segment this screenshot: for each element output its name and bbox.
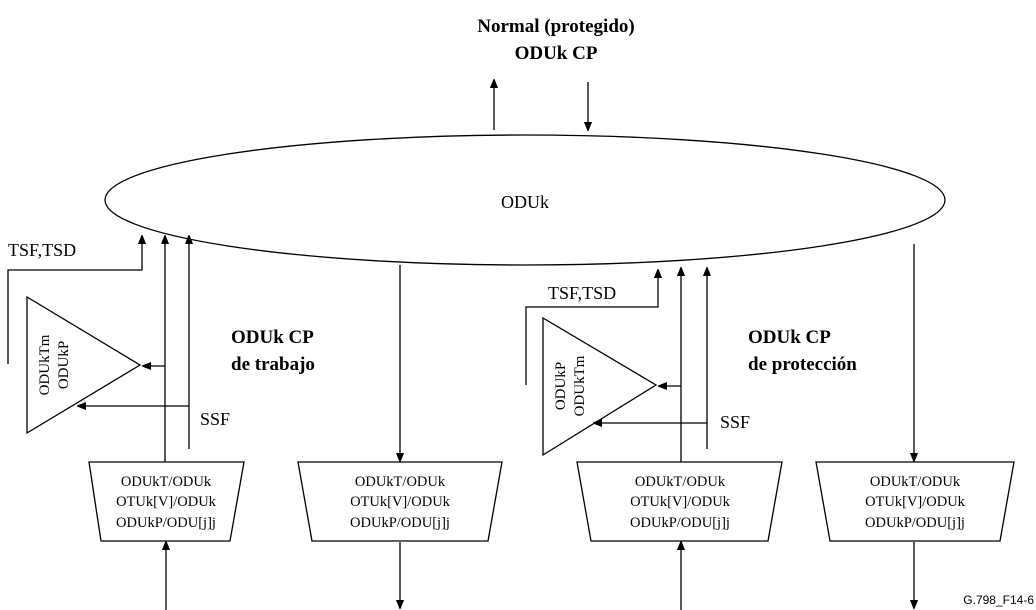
left-ssf-label: SSF: [200, 409, 230, 429]
adapter-2-line3: ODUkP/ODU[j]j: [350, 515, 450, 531]
figure-id: G.798_F14-6: [963, 593, 1034, 607]
adapter-3-line1: ODUkT/ODUk: [635, 474, 726, 490]
top-label-line2: ODUk CP: [515, 43, 598, 64]
left-termination-triangle: [26, 295, 142, 435]
adapter-box-1: [88, 461, 245, 542]
adapter-1-line2: OTUk[V]/ODUk: [116, 494, 217, 510]
adapter-3-line2: OTUk[V]/ODUk: [630, 494, 731, 510]
right-title-line2: de protección: [748, 354, 857, 375]
oduk-connection-ellipse: [104, 134, 946, 266]
right-triangle-line1: ODUkP: [553, 362, 569, 410]
left-title-line1: ODUk CP: [231, 327, 314, 348]
left-title-line2: de trabajo: [231, 354, 315, 375]
right-status-label: TSF,TSD: [548, 283, 616, 303]
left-triangle-line2: ODUkP: [56, 341, 72, 389]
left-status-label: TSF,TSD: [8, 240, 76, 260]
left-triangle-line1: ODUkTm: [37, 334, 53, 395]
adapter-2-line1: ODUkT/ODUk: [355, 474, 446, 490]
adapter-4-line1: ODUkT/ODUk: [870, 474, 961, 490]
adapter-2-line2: OTUk[V]/ODUk: [350, 494, 451, 510]
right-tsf-tsd-line: [525, 270, 658, 385]
adapter-4-line3: ODUkP/ODU[j]j: [865, 515, 965, 531]
adapter-1-line3: ODUkP/ODU[j]j: [116, 515, 216, 531]
adapter-box-3: [576, 461, 783, 542]
adapter-box-4: [815, 461, 1015, 542]
left-tsf-tsd-line: [7, 236, 142, 364]
adapter-4-line2: OTUk[V]/ODUk: [865, 494, 966, 510]
right-ssf-label: SSF: [720, 412, 750, 432]
adapter-box-2: [297, 461, 503, 542]
right-title-line1: ODUk CP: [748, 327, 831, 348]
ellipse-label: ODUk: [501, 192, 549, 212]
top-label-line1: Normal (protegido): [477, 16, 634, 37]
right-triangle-line2: ODUkTm: [572, 355, 588, 416]
adapter-3-line3: ODUkP/ODU[j]j: [630, 515, 730, 531]
adapter-1-line1: ODUkT/ODUk: [121, 474, 212, 490]
